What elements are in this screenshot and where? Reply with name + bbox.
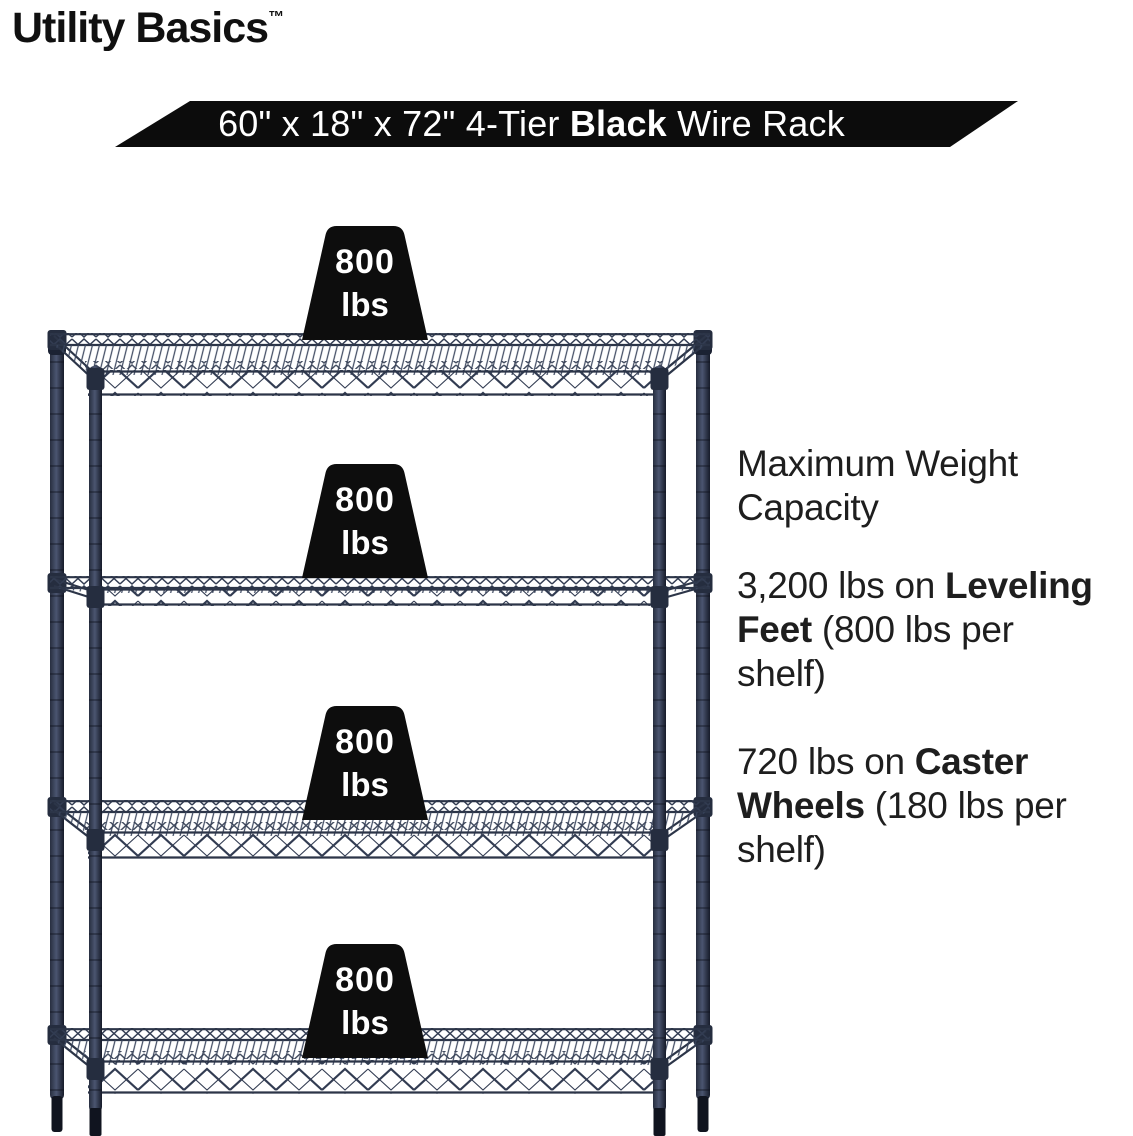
leveling-foot <box>697 1096 709 1132</box>
rack-post-back-right-rings <box>696 333 710 1100</box>
leveling-foot <box>89 1108 102 1136</box>
text-line: 3,200 lbs on Leveling <box>737 564 1133 608</box>
shelf-weight-badge-3: 800 lbs <box>302 706 428 820</box>
shelf-weight-badge-1: 800 lbs <box>302 226 428 340</box>
weight-shape <box>302 226 428 340</box>
back-rail <box>50 576 710 589</box>
front-rail-truss <box>88 588 666 606</box>
brand-name: Utility Basics <box>12 4 269 52</box>
text-run: 720 lbs on <box>737 741 915 782</box>
text-line: shelf) <box>737 652 1133 696</box>
post-collar <box>86 586 105 608</box>
weight-unit: lbs <box>341 286 389 323</box>
shelf-1-front-rail <box>88 370 666 396</box>
weight-value: 800 <box>335 961 395 999</box>
weight-unit: lbs <box>341 1004 389 1041</box>
weight-value: 800 <box>335 243 395 281</box>
rack-post-back-left <box>47 330 67 1132</box>
weight-unit: lbs <box>341 766 389 803</box>
title-color-highlight: Black <box>569 103 667 144</box>
post-collar <box>650 368 669 390</box>
text-run-bold: Leveling <box>944 565 1093 606</box>
product-title: 60" x 18" x 72" 4-Tier Black Wire Rack <box>218 103 845 145</box>
leveling-feet-capacity: 3,200 lbs on Leveling Feet (800 lbs per … <box>737 564 1133 696</box>
text-run-bold: Caster <box>914 741 1029 782</box>
rack-post-back-left-rings <box>50 333 64 1100</box>
text-line: shelf) <box>737 828 1133 872</box>
rack-post-front-right <box>650 366 669 1136</box>
post-collar <box>650 586 669 608</box>
weight-shape <box>302 706 428 820</box>
title-suffix: Wire Rack <box>666 103 845 144</box>
shelf-4-front-rail <box>88 1060 666 1094</box>
text-run: shelf) <box>737 829 826 870</box>
weight-unit: lbs <box>341 524 389 561</box>
text-run: (180 lbs per <box>864 785 1067 826</box>
weight-shape <box>302 464 428 578</box>
shelf-weight-badge-2: 800 lbs <box>302 464 428 578</box>
brand-logo: Utility Basics™ <box>12 4 284 53</box>
post-collar <box>86 829 105 851</box>
heading-line: Capacity <box>737 487 879 528</box>
text-line: Wheels (180 lbs per <box>737 784 1133 828</box>
text-line: 720 lbs on Caster <box>737 740 1133 784</box>
capacity-info: Maximum Weight Capacity 3,200 lbs on Lev… <box>737 442 1133 872</box>
text-run: (800 lbs per <box>811 609 1014 650</box>
wire-rack-illustration: 800 lbs 800 lbs 800 lbs 800 lbs <box>47 226 713 1136</box>
text-run-bold: Wheels <box>737 785 865 826</box>
rack-front-structure <box>86 366 669 1136</box>
text-line: Feet (800 lbs per <box>737 608 1133 652</box>
surface-edge-band <box>85 361 665 369</box>
text-run: shelf) <box>737 653 826 694</box>
front-rail-truss <box>88 370 666 396</box>
rack-post-front-left <box>86 366 105 1136</box>
post-collar <box>86 1058 105 1080</box>
product-title-banner: 60" x 18" x 72" 4-Tier Black Wire Rack <box>115 101 1018 147</box>
rack-post-front-left-rings <box>89 366 102 1112</box>
shelf-3-back <box>50 800 710 843</box>
leveling-foot <box>51 1096 63 1132</box>
shelf-weight-badge-4: 800 lbs <box>302 944 428 1058</box>
post-collar <box>650 829 669 851</box>
surface-edge-band <box>85 822 665 830</box>
title-prefix: 60" x 18" x 72" 4-Tier <box>218 103 570 144</box>
capacity-heading: Maximum Weight Capacity <box>737 442 1133 530</box>
leveling-foot <box>653 1108 666 1136</box>
rack-post-back-right <box>693 330 713 1132</box>
weight-shape <box>302 944 428 1058</box>
trademark-symbol: ™ <box>268 9 285 26</box>
weight-badges: 800 lbs 800 lbs 800 lbs 800 lbs <box>302 226 428 1058</box>
front-rail-truss <box>88 1060 666 1094</box>
post-collar <box>650 1058 669 1080</box>
caster-wheels-capacity: 720 lbs on Caster Wheels (180 lbs per sh… <box>737 740 1133 872</box>
rack-post-front-right-rings <box>653 366 666 1112</box>
weight-value: 800 <box>335 723 395 761</box>
text-run-bold: Feet <box>737 609 812 650</box>
weight-value: 800 <box>335 481 395 519</box>
shelf-3-front-rail <box>88 831 666 859</box>
front-rail-truss <box>88 831 666 859</box>
text-run: 3,200 lbs on <box>737 565 945 606</box>
heading-line: Maximum Weight <box>737 443 1018 484</box>
shelf-2-front-rail <box>88 588 666 606</box>
post-collar <box>86 368 105 390</box>
